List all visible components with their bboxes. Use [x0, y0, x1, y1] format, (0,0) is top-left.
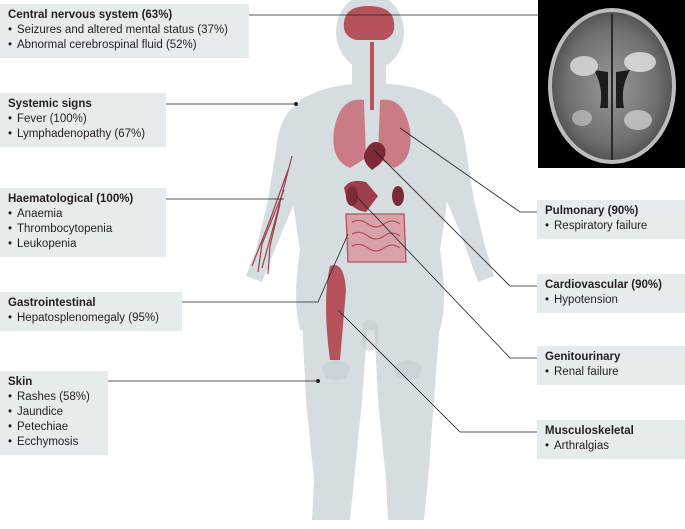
gi-heading: Gastrointestinal [8, 296, 174, 311]
intestines [346, 214, 406, 262]
musculo-heading: Musculoskeletal [545, 424, 677, 439]
cardio-heading: Cardiovascular (90%) [545, 278, 677, 293]
haem-heading: Haematological (100%) [8, 192, 158, 207]
haem-item: Thrombocytopenia [8, 222, 158, 237]
brain-organ [344, 6, 395, 40]
brain-mri-image [538, 0, 685, 168]
skin-heading: Skin [8, 375, 100, 390]
pulmonary-heading: Pulmonary (90%) [545, 204, 677, 219]
genito-heading: Genitourinary [545, 350, 677, 365]
skin-item: Petechiae [8, 420, 100, 435]
haem-item: Anaemia [8, 207, 158, 222]
systemic-signs-box: Systemic signs Fever (100%) Lymphadenopa… [0, 93, 166, 147]
cns-heading: Central nervous system (63%) [8, 8, 241, 23]
musculoskeletal-box: Musculoskeletal Arthralgias [537, 420, 685, 459]
skin-item: Rashes (58%) [8, 390, 100, 405]
systemic-heading: Systemic signs [8, 97, 158, 112]
genito-item: Renal failure [545, 365, 677, 380]
genitourinary-box: Genitourinary Renal failure [537, 346, 685, 385]
skin-box: Skin Rashes (58%) Jaundice Petechiae Ecc… [0, 371, 108, 455]
haematological-box: Haematological (100%) Anaemia Thrombocyt… [0, 188, 166, 257]
systemic-item: Fever (100%) [8, 112, 158, 127]
haem-item: Leukopenia [8, 237, 158, 252]
pulmonary-item: Respiratory failure [545, 219, 677, 234]
gi-item: Hepatosplenomegaly (95%) [8, 311, 174, 326]
cns-item: Abnormal cerebrospinal fluid (52%) [8, 38, 241, 53]
cardio-item: Hypotension [545, 293, 677, 308]
cns-box: Central nervous system (63%) Seizures an… [0, 4, 249, 58]
cns-item: Seizures and altered mental status (37%) [8, 23, 241, 38]
kidney-right [392, 186, 404, 206]
gastrointestinal-box: Gastrointestinal Hepatosplenomegaly (95%… [0, 292, 182, 331]
musculo-item: Arthralgias [545, 439, 677, 454]
cardiovascular-box: Cardiovascular (90%) Hypotension [537, 274, 685, 313]
systemic-item: Lymphadenopathy (67%) [8, 127, 158, 142]
skin-item: Jaundice [8, 405, 100, 420]
pulmonary-box: Pulmonary (90%) Respiratory failure [537, 200, 685, 239]
skin-item: Ecchymosis [8, 435, 100, 450]
